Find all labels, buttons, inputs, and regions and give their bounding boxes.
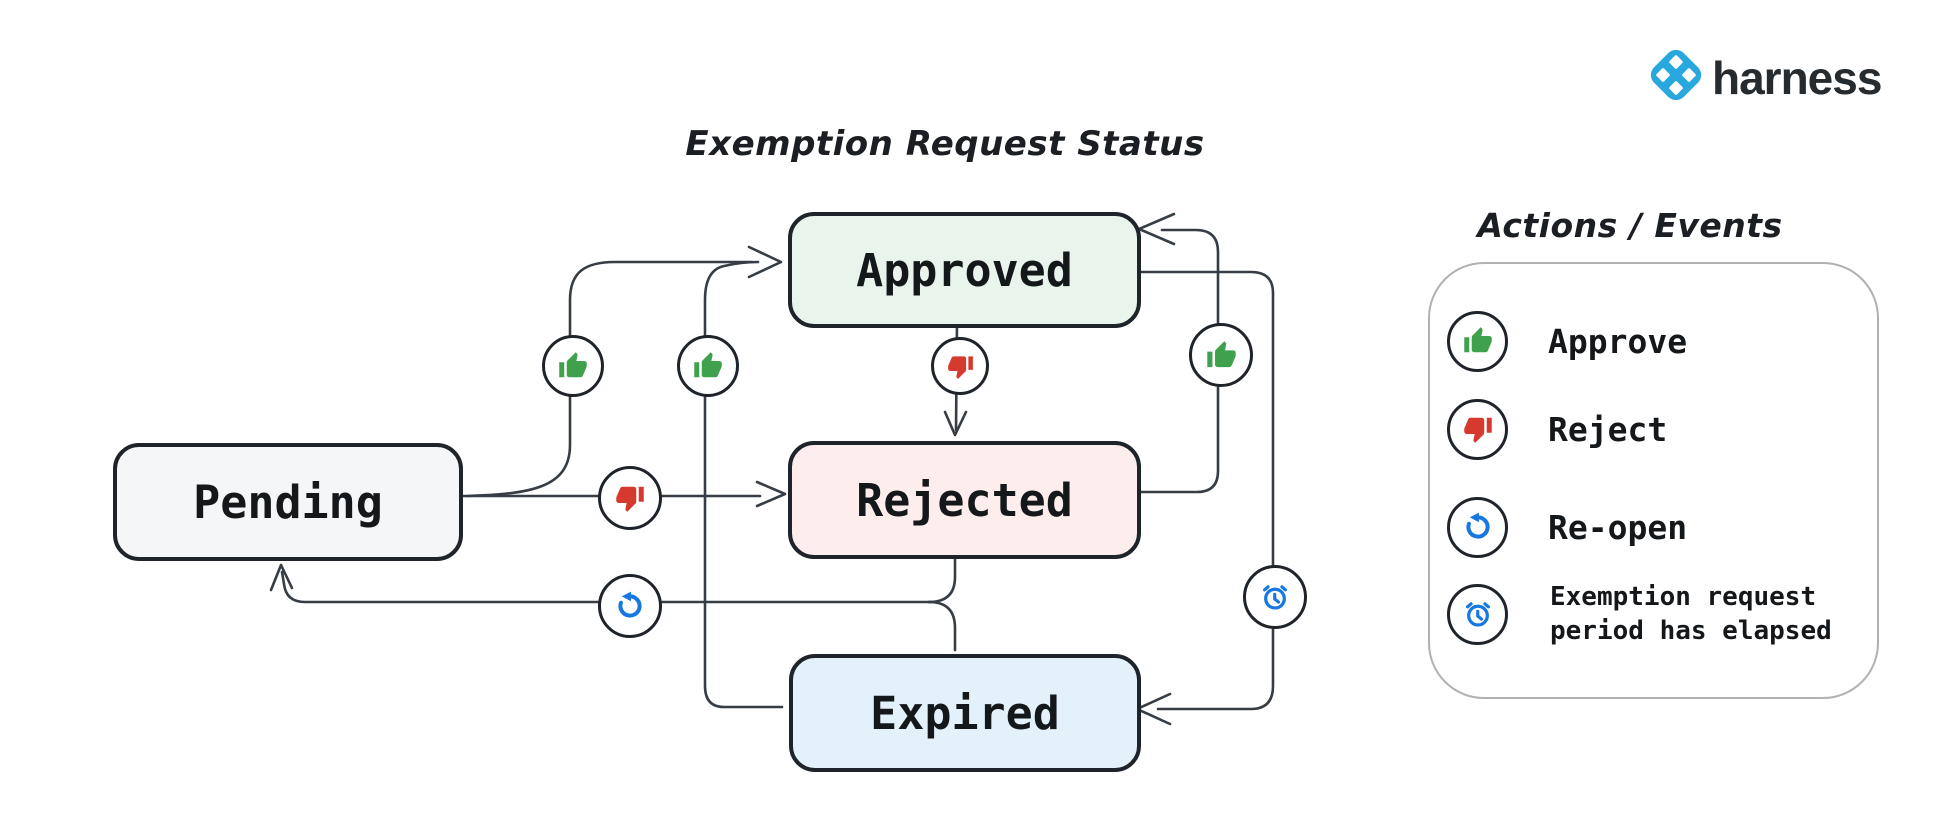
arrow-rejected-reopen: [927, 550, 957, 604]
reopen-legend-badge: [1447, 496, 1508, 558]
state-expired: Expired: [789, 654, 1141, 772]
legend-box: Approve Reject Re-open: [1428, 262, 1879, 699]
state-rejected: Rejected: [788, 441, 1141, 559]
approve-badge-rejected: [1189, 323, 1253, 387]
thumb-up-icon: [1206, 340, 1236, 367]
thumb-down-icon: [1463, 417, 1492, 443]
harness-logo-icon: [1650, 49, 1702, 101]
diagram-title: Exemption Request Status: [685, 124, 1205, 164]
legend-label-approve: Approve: [1548, 321, 1688, 361]
legend-label-reopen: Re-open: [1548, 507, 1688, 547]
arrow-approved-expired: [1134, 270, 1275, 726]
legend-item-reject: Reject: [1447, 398, 1667, 460]
approve-legend-badge: [1447, 310, 1508, 372]
arrow-pending-approved: [466, 260, 754, 498]
reject-legend-badge: [1447, 398, 1508, 460]
arrow-reopen-pending: [269, 563, 938, 604]
alarm-clock-icon: [1465, 602, 1490, 627]
thumb-up-icon: [694, 352, 722, 378]
brand-wordmark: harness: [1712, 52, 1882, 104]
state-pending: Pending: [113, 443, 463, 561]
legend-item-reopen: Re-open: [1447, 496, 1687, 558]
reject-badge-approved: [931, 337, 989, 395]
legend-item-approve: Approve: [1447, 310, 1687, 372]
period-elapsed-badge: [1243, 565, 1307, 629]
state-approved-label: Approved: [856, 243, 1073, 297]
period-elapsed-legend-badge: [1447, 583, 1508, 645]
state-expired-label: Expired: [870, 686, 1060, 740]
brand-logo: harness: [1646, 44, 1882, 106]
thumb-up-icon: [559, 352, 587, 378]
alarm-clock-icon: [1263, 585, 1287, 610]
legend-label-reject: Reject: [1548, 409, 1668, 449]
state-approved: Approved: [788, 212, 1141, 328]
thumb-up-icon: [1463, 327, 1492, 353]
thumb-down-icon: [947, 355, 973, 379]
legend-label-period-elapsed: Exemption request period has elapsed: [1550, 582, 1832, 646]
reopen-badge: [598, 574, 662, 638]
reopen-icon: [1465, 512, 1490, 539]
reopen-icon: [618, 591, 642, 618]
legend-item-period-elapsed: Exemption request period has elapsed: [1447, 582, 1870, 646]
approve-badge-expired: [677, 335, 739, 397]
legend-title: Actions / Events: [1477, 206, 1783, 245]
state-rejected-label: Rejected: [856, 473, 1073, 527]
approve-badge-pending: [542, 335, 604, 397]
thumb-down-icon: [616, 486, 644, 512]
state-pending-label: Pending: [193, 475, 383, 529]
reject-badge-pending: [598, 466, 662, 530]
arrow-expired-reopen: [927, 600, 957, 652]
arrow-expired-approved: [703, 260, 784, 709]
